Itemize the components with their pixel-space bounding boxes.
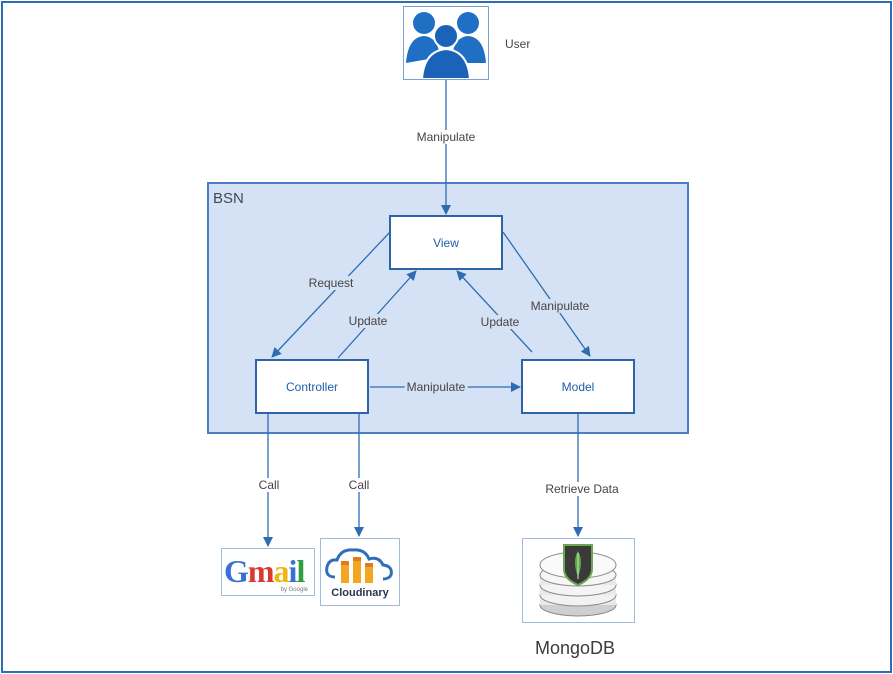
cloudinary-logo: Cloudinary xyxy=(320,538,400,606)
edge-view-model xyxy=(502,231,591,357)
view-node: View xyxy=(389,215,503,270)
edge-label-view-model: Manipulate xyxy=(528,299,592,313)
controller-node: Controller xyxy=(255,359,369,414)
mongodb-logo xyxy=(522,538,635,623)
gmail-logo: Gmail by Google xyxy=(221,548,315,596)
cloudinary-wordmark: Cloudinary xyxy=(331,587,389,599)
edge-label-model-mongodb: Retrieve Data xyxy=(543,482,621,496)
edge-label-controller-cloudinary: Call xyxy=(346,478,372,492)
controller-node-label: Controller xyxy=(285,379,339,394)
edge-label-controller-model: Manipulate xyxy=(404,380,468,394)
view-node-label: View xyxy=(433,235,459,250)
edge-view-controller xyxy=(271,231,391,358)
edge-label-controller-gmail: Call xyxy=(256,478,282,492)
gmail-by-google: by Google xyxy=(280,587,308,593)
edge-label-controller-view: Update xyxy=(346,314,390,328)
edge-label-model-view: Update xyxy=(478,315,522,329)
bsn-label: BSN xyxy=(213,190,244,207)
gmail-wordmark: Gmail xyxy=(224,553,305,589)
model-node-label: Model xyxy=(561,379,595,394)
model-node: Model xyxy=(521,359,635,414)
edge-label-user-view: Manipulate xyxy=(414,130,478,144)
user-label: User xyxy=(505,37,531,51)
users-icon xyxy=(403,6,489,80)
edge-model-view xyxy=(456,270,533,353)
edge-label-view-controller: Request xyxy=(306,276,356,290)
mongodb-label: MongoDB xyxy=(535,638,616,658)
